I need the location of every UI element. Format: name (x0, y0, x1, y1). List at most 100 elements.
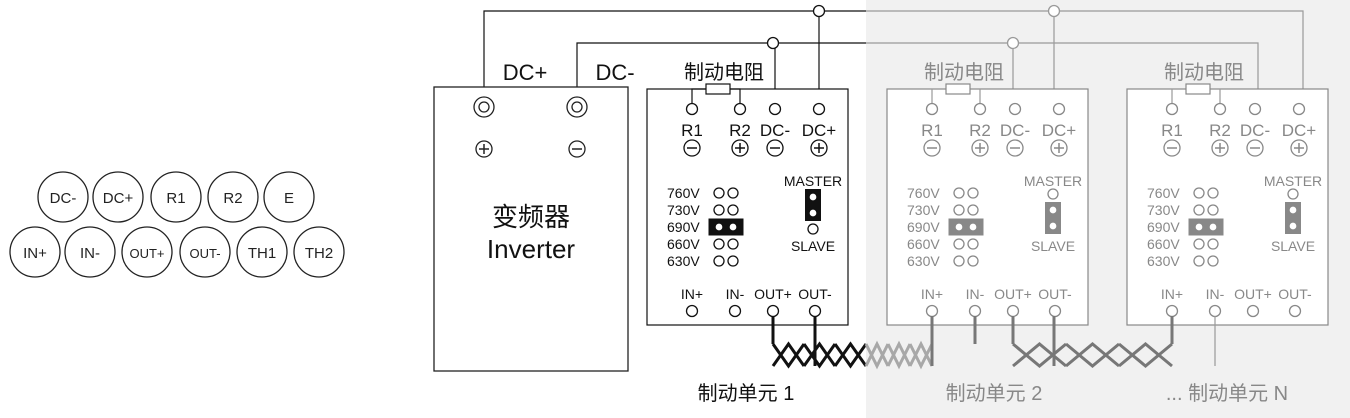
twisted-cable-strand (1118, 342, 1173, 368)
master-label: MASTER (1264, 173, 1322, 189)
mode-pin (1288, 205, 1298, 215)
legend-terminal-label: DC+ (103, 190, 134, 207)
mode-pin (1048, 221, 1058, 231)
voltage-pin (1193, 187, 1205, 199)
unit-terminal-dcminus (1008, 102, 1022, 116)
voltage-option-label: 760V (907, 185, 940, 201)
voltage-pin (1208, 222, 1218, 232)
braking-unit-caption: ... 制动单元 N (1166, 382, 1288, 405)
inverter-dc-minus-terminal-inner (571, 101, 583, 113)
voltage-pin (967, 238, 979, 250)
voltage-pin (967, 255, 979, 267)
voltage-pin (727, 238, 739, 250)
bus-junction-node (1047, 4, 1061, 18)
signal-terminal (1006, 304, 1020, 318)
voltage-pin (1207, 204, 1219, 216)
voltage-option-label: 730V (1147, 202, 1180, 218)
voltage-pin (967, 204, 979, 216)
braking-resistor (945, 83, 971, 95)
dc-plus-polarity-symbol (1290, 139, 1308, 157)
voltage-pin (1207, 187, 1219, 199)
unit-terminal-r2 (973, 102, 987, 116)
voltage-option-label: 660V (1147, 236, 1180, 252)
r2-polarity-symbol (1211, 139, 1229, 157)
voltage-pin (713, 255, 725, 267)
unit-terminal-dcplus (1052, 102, 1066, 116)
legend-terminal-circle (150, 171, 202, 223)
legend-terminal-label: TH1 (248, 245, 276, 262)
voltage-pin (728, 222, 738, 232)
signal-terminal (1165, 304, 1179, 318)
signal-terminal-label: IN+ (921, 286, 943, 302)
signal-terminal-label: IN+ (1161, 286, 1183, 302)
voltage-jumper (1188, 218, 1224, 236)
signal-terminal-label: IN+ (681, 286, 703, 302)
bus-junction-node (1006, 36, 1020, 50)
legend-terminal-label: IN- (80, 245, 100, 262)
legend-terminal-circle (207, 171, 259, 223)
dc-bus-wires (483, 4, 1304, 104)
twisted-cable-strand (833, 341, 868, 367)
unit-terminal-r2 (733, 102, 747, 116)
dc-minus-bus-wire-faded (866, 42, 1259, 104)
braking-resistor-label: 制动电阻 (684, 61, 764, 84)
mode-pin (807, 223, 819, 235)
voltage-pin (1193, 238, 1205, 250)
unit-terminal-label: R1 (681, 121, 703, 140)
voltage-pin (953, 187, 965, 199)
unit-terminal-label: R2 (969, 121, 991, 140)
dc-minus-polarity-symbol (1006, 139, 1024, 157)
legend-terminal-circle (236, 226, 288, 278)
dc-plus-polarity-symbol (1050, 139, 1068, 157)
dc-plus-bus-wire-faded (866, 10, 1304, 104)
r1-polarity-symbol (683, 139, 701, 157)
voltage-option-label: 660V (907, 236, 940, 252)
master-label: MASTER (1024, 173, 1082, 189)
braking-resistor-label: 制动电阻 (1164, 61, 1244, 84)
twisted-pair-cable-1 (771, 341, 868, 369)
voltage-pin (1193, 255, 1205, 267)
dc-minus-polarity-symbol (766, 139, 784, 157)
slave-label: SLAVE (1271, 238, 1315, 254)
voltage-option-label: 690V (667, 219, 700, 235)
legend-terminal-label: DC- (50, 190, 77, 207)
legend-terminal-label: E (284, 190, 294, 207)
twisted-cable-strand (1065, 342, 1120, 368)
unit-terminal-dcminus (768, 102, 782, 116)
voltage-pin (713, 187, 725, 199)
braking-resistor-label: 制动电阻 (924, 61, 1004, 84)
r1-polarity-symbol (1163, 139, 1181, 157)
voltage-jumper (708, 218, 744, 236)
voltage-pin (713, 204, 725, 216)
voltage-pin (1194, 222, 1204, 232)
inverter-dc-plus-label: DC+ (503, 60, 548, 85)
r1-polarity-symbol (923, 139, 941, 157)
legend-terminal-label: R2 (223, 190, 242, 207)
signal-terminal-label: OUT+ (994, 286, 1032, 302)
voltage-pin (1193, 204, 1205, 216)
resistor-lead-left (691, 88, 706, 104)
voltage-pin (727, 255, 739, 267)
unit-terminal-label: DC- (760, 121, 790, 140)
voltage-option-label: 730V (907, 202, 940, 218)
signal-terminal-label: IN- (966, 286, 985, 302)
signal-terminal (1288, 304, 1302, 318)
signal-terminal (766, 304, 780, 318)
voltage-option-label: 630V (667, 253, 700, 269)
inverter-dc-minus-label: DC- (595, 60, 634, 85)
bus-junction-node (766, 36, 780, 50)
signal-terminal (1048, 304, 1062, 318)
twisted-cable-strand (886, 343, 912, 370)
unit-terminal-dcplus (812, 102, 826, 116)
bus-junction-node (812, 4, 826, 18)
voltage-pin (1207, 238, 1219, 250)
voltage-pin (953, 204, 965, 216)
voltage-pin (968, 222, 978, 232)
resistor-lead-left (931, 88, 946, 104)
braking-resistor (705, 83, 731, 95)
resistor-lead-left (1171, 88, 1186, 104)
voltage-pin (1207, 255, 1219, 267)
unit-terminal-label: R2 (729, 121, 751, 140)
